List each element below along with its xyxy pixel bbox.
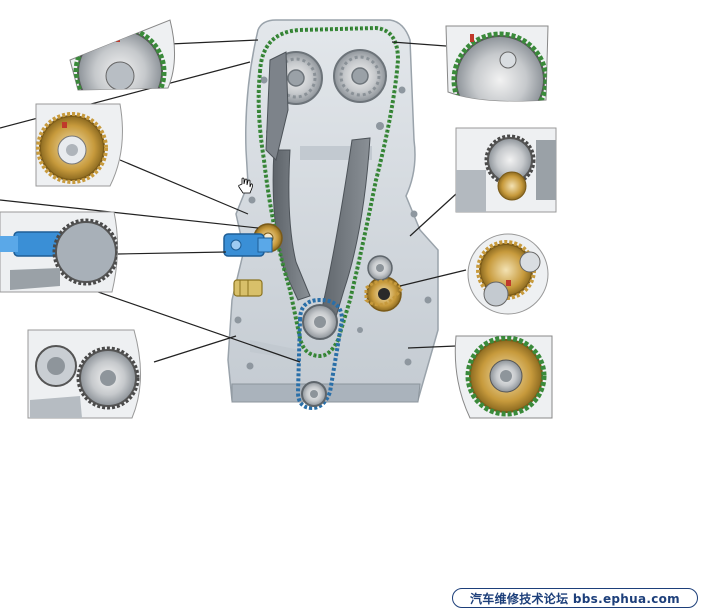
balance-shaft-sprocket bbox=[366, 276, 402, 312]
camshaft-sprocket-right-callout bbox=[445, 25, 549, 102]
tensioner-plunger bbox=[233, 279, 263, 297]
hydraulic-tensioner-callout bbox=[0, 211, 119, 293]
camshaft-sprocket-exhaust bbox=[333, 49, 387, 103]
tensioner-sprocket-callout bbox=[35, 103, 123, 187]
crankshaft-sprocket-callout bbox=[454, 335, 553, 419]
balance-shaft-sprocket-upper bbox=[367, 255, 393, 281]
hand-cursor-icon bbox=[238, 177, 253, 194]
water-pump-callout bbox=[27, 329, 141, 419]
oil-pump-drive-callout bbox=[455, 127, 557, 213]
watermark: 汽车维修技术论坛 bbs.ephua.com bbox=[452, 588, 698, 608]
upper-guide-rail bbox=[265, 51, 289, 161]
hydraulic-tensioner bbox=[223, 233, 273, 257]
primary-timing-chain bbox=[256, 25, 401, 359]
balance-shaft-callout bbox=[467, 233, 549, 315]
camshaft-sprocket-left-callout bbox=[69, 19, 176, 91]
oil-pump-sprocket bbox=[301, 381, 327, 407]
crankshaft-sprocket bbox=[302, 304, 338, 340]
tensioner-rail bbox=[272, 149, 311, 301]
